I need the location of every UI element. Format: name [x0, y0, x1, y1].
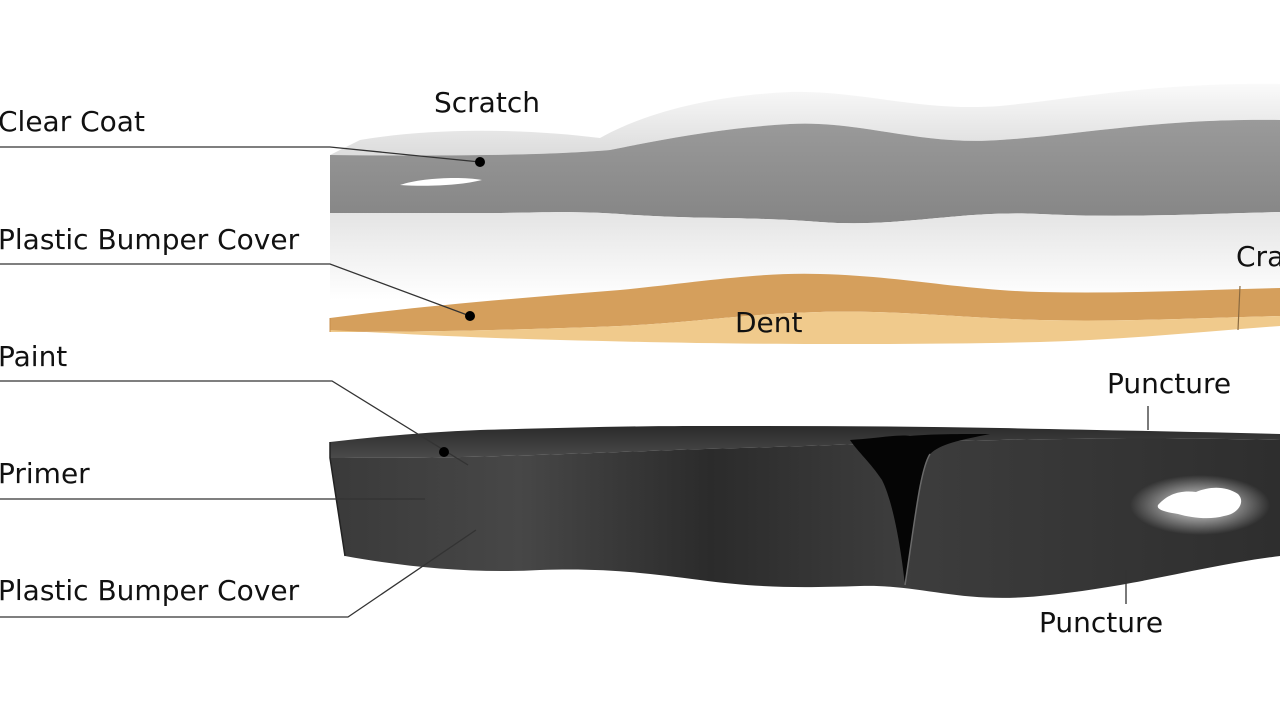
label-scratch: Scratch — [434, 86, 540, 119]
leader-paint — [0, 380, 469, 466]
bumper-cover-layer — [329, 273, 1280, 344]
label-paint: Paint — [0, 340, 67, 373]
clear-coat-layer — [330, 83, 1280, 224]
painted-bumper-block — [329, 426, 1280, 598]
dot-bumper-cover — [465, 311, 475, 321]
label-clear-coat: Clear Coat — [0, 105, 145, 138]
labels: Clear Coat Plastic Bumper Cover Paint Pr… — [0, 86, 1280, 639]
label-primer: Primer — [0, 457, 90, 490]
scratch-mark — [400, 177, 482, 186]
dot-paint — [439, 447, 449, 457]
label-plastic-bumper-cover-top: Plastic Bumper Cover — [0, 223, 300, 256]
label-plastic-bumper-cover-bottom: Plastic Bumper Cover — [0, 574, 300, 607]
crack-gap — [850, 434, 990, 585]
label-crack: Cra — [1236, 240, 1280, 273]
layer-gap — [330, 212, 1280, 300]
leader-bumper-bottom — [0, 529, 477, 618]
dot-scratch — [475, 157, 485, 167]
label-puncture-bottom: Puncture — [1039, 606, 1163, 639]
marker-dots — [439, 157, 485, 457]
leader-clear-coat — [0, 146, 481, 163]
label-puncture-top: Puncture — [1107, 367, 1231, 400]
puncture-hole — [1157, 487, 1242, 519]
label-dent: Dent — [735, 306, 803, 339]
crack-mark — [1237, 285, 1241, 331]
leader-lines — [0, 146, 1149, 618]
leader-bumper-top — [0, 263, 471, 317]
